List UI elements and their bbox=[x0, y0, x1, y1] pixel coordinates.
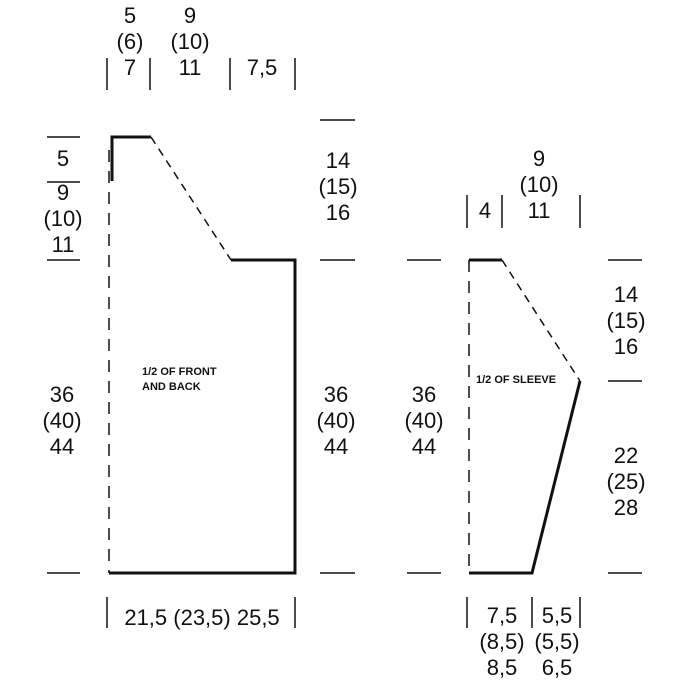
sleeve-piece-outline bbox=[468, 258, 582, 575]
sleeve-cap-slope bbox=[501, 259, 581, 382]
sleeve-top-left-measure: 4 bbox=[478, 198, 492, 223]
sleeve-bottom-ticks bbox=[466, 597, 581, 628]
front-top-right-measure: 7,5 bbox=[246, 55, 278, 80]
sleeve-left-body-measure: 36 (40) 44 bbox=[404, 382, 444, 459]
sleeve-bottom-right-measure: 5,5 (5,5) 6,5 bbox=[534, 603, 580, 680]
sleeve-panel-label: 1/2 OF SLEEVE bbox=[476, 374, 557, 386]
front-panel-label: 1/2 OF FRONT AND BACK bbox=[142, 366, 217, 393]
sleeve-right-body-measure: 22 (25) 28 bbox=[606, 443, 646, 520]
front-top-mid-measure: 9 (10) 11 bbox=[170, 3, 210, 80]
sleeve-right-ticks bbox=[608, 259, 642, 574]
front-right-body-measure: 36 (40) 44 bbox=[316, 382, 356, 459]
front-left-body-measure: 36 (40) 44 bbox=[42, 382, 82, 459]
front-top-left-measure: 5 (6) 7 bbox=[116, 3, 144, 80]
front-shoulder-slope bbox=[150, 136, 232, 261]
front-bottom-ticks bbox=[106, 597, 296, 628]
front-bottom-measure: 21,5 (23,5) 25,5 bbox=[124, 605, 280, 630]
front-right-ticks bbox=[320, 119, 355, 574]
sleeve-left-ticks bbox=[407, 259, 441, 574]
front-left-mid-measure: 9 (10) 11 bbox=[43, 180, 83, 257]
sleeve-side-outline bbox=[469, 380, 582, 575]
sleeve-top-mid-measure: 9 (10) 11 bbox=[519, 146, 559, 223]
front-right-top-measure: 14 (15) 16 bbox=[318, 148, 358, 225]
front-top-ticks bbox=[106, 58, 296, 90]
sleeve-top-ticks bbox=[466, 195, 581, 228]
sleeve-dimension-lines bbox=[407, 195, 642, 628]
front-neck-outline bbox=[110, 135, 151, 181]
front-left-top-measure: 5 bbox=[56, 146, 70, 171]
front-side-outline bbox=[109, 258, 297, 575]
sleeve-right-top-measure: 14 (15) 16 bbox=[606, 282, 646, 359]
sleeve-bottom-left-measure: 7,5 (8,5) 8,5 bbox=[479, 603, 525, 680]
front-piece-outline bbox=[108, 135, 297, 575]
front-dimension-lines bbox=[47, 58, 355, 628]
front-left-ticks bbox=[47, 136, 80, 574]
